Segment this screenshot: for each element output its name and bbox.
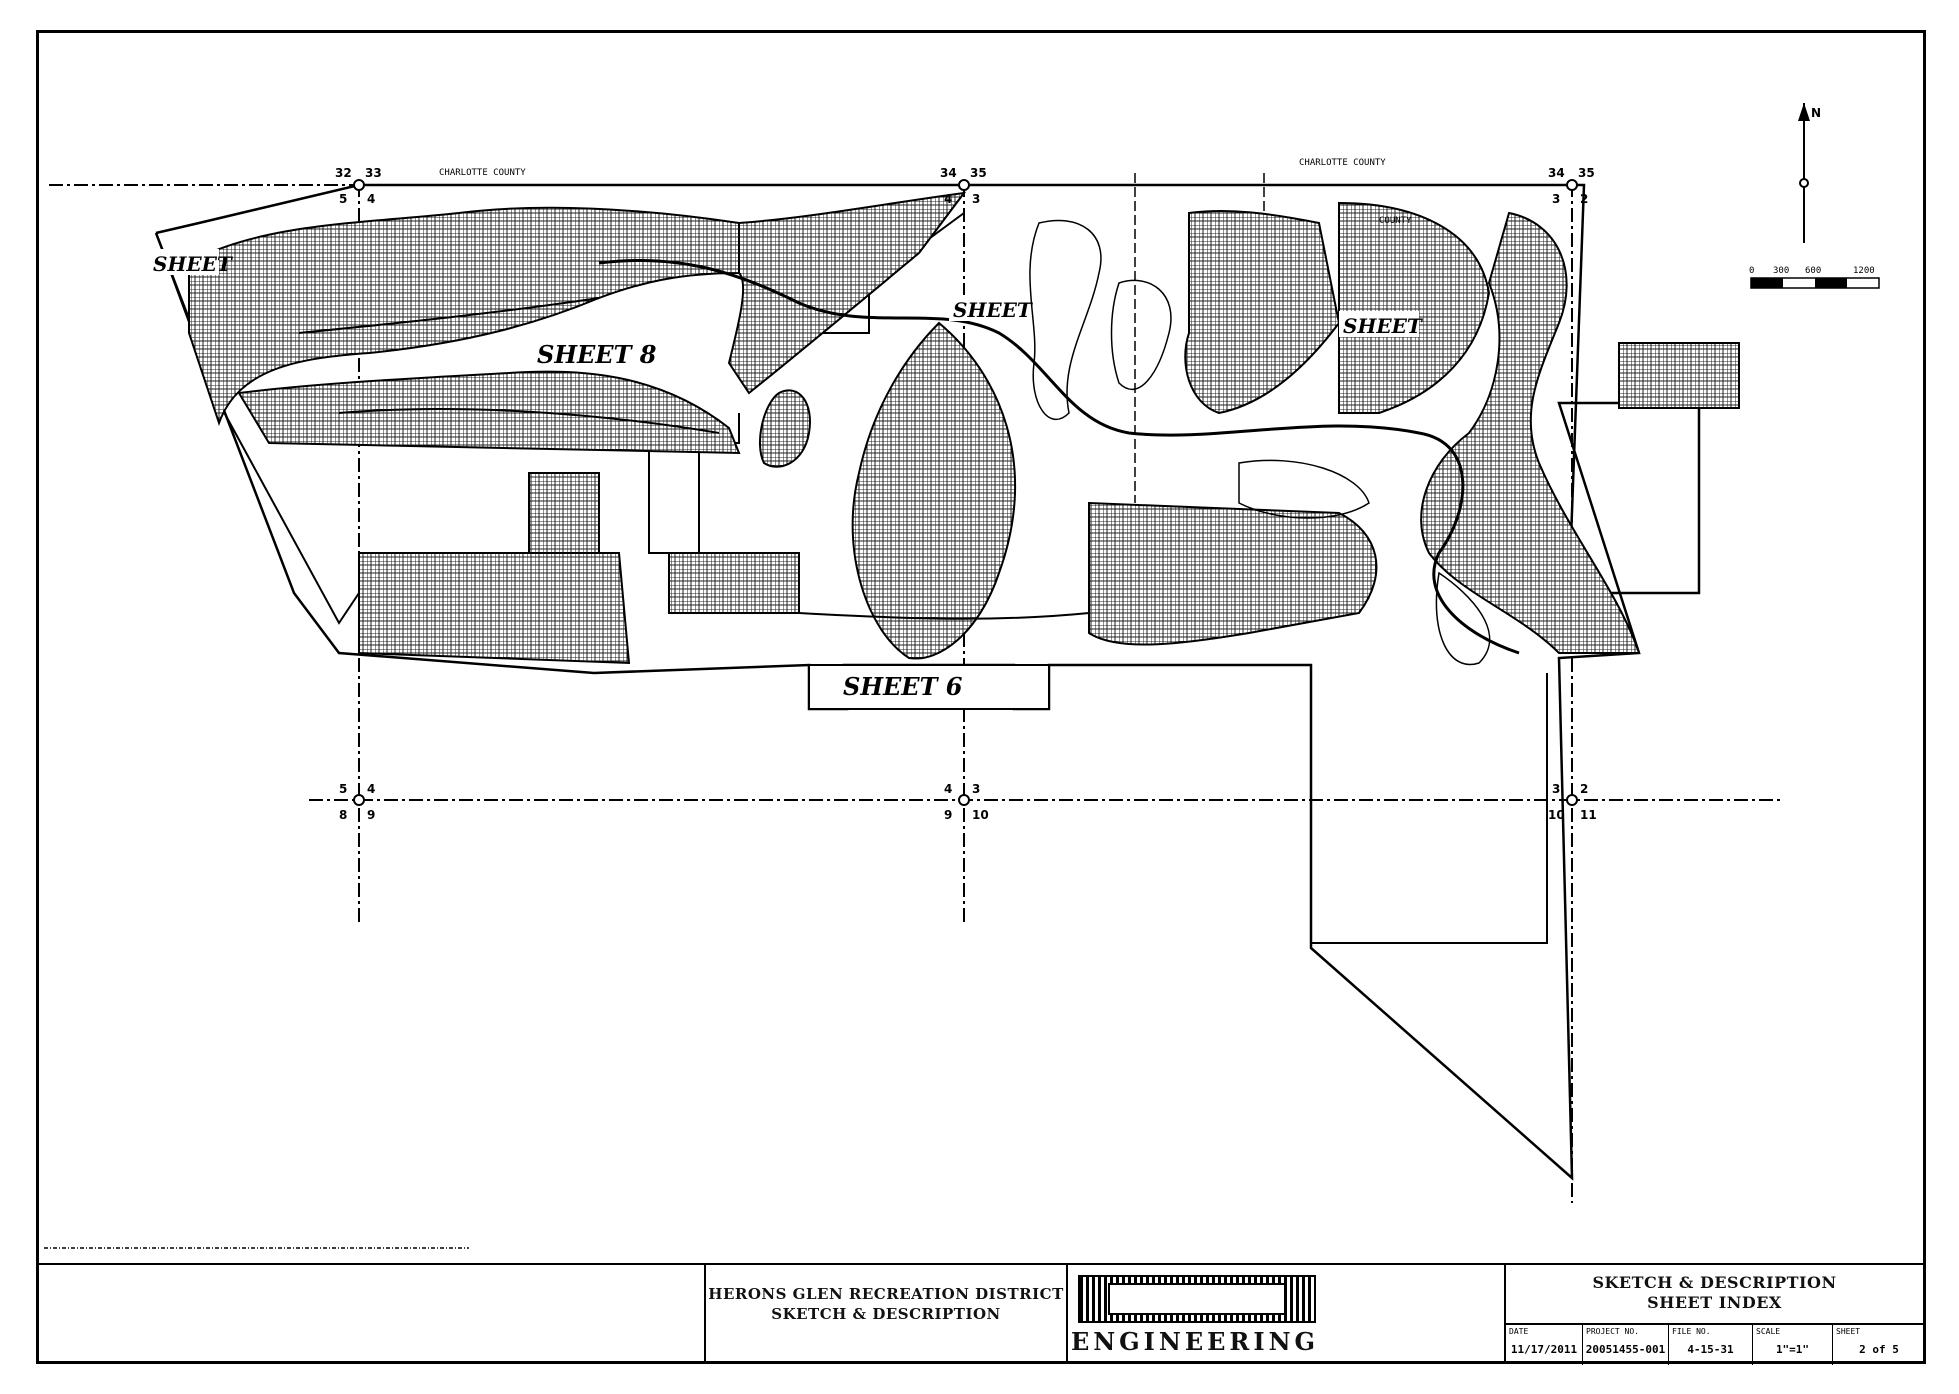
section-corner-sw: 5 4 8 9 <box>339 782 375 822</box>
svg-text:1200: 1200 <box>1853 266 1875 276</box>
svg-text:33: 33 <box>365 166 382 180</box>
svg-text:4: 4 <box>944 782 952 796</box>
lots-lake-island <box>758 389 811 468</box>
title-block: HERONS GLEN RECREATION DISTRICT SKETCH &… <box>39 1263 1923 1365</box>
drawing-sheet: SHEET 8 SHEET SHEET 6 SHEET SHEET CHARLO… <box>36 30 1926 1365</box>
svg-text:3: 3 <box>972 192 980 206</box>
section-corner-nw: 32 33 5 4 <box>335 166 382 206</box>
svg-text:3: 3 <box>972 782 980 796</box>
wetland-2 <box>1110 279 1172 390</box>
svg-text:600: 600 <box>1805 266 1821 276</box>
lots-sheet-6-pocket <box>668 552 800 614</box>
sheet-title: SKETCH & DESCRIPTION <box>1592 1273 1837 1292</box>
section-corner-nc: 34 35 4 3 <box>940 166 987 206</box>
svg-text:35: 35 <box>970 166 987 180</box>
svg-text:9: 9 <box>367 808 375 822</box>
county-label-3: COUNTY <box>1379 216 1412 226</box>
sheet-label-east: SHEET <box>1343 314 1424 338</box>
lots-center-east <box>1088 501 1378 646</box>
svg-text:3: 3 <box>1552 782 1560 796</box>
info-sheet: SHEET 2 of 5 <box>1832 1325 1925 1365</box>
lots-west-small <box>528 472 600 554</box>
svg-text:35: 35 <box>1578 166 1595 180</box>
east-sheet-label-bg <box>1339 311 1419 337</box>
svg-text:2: 2 <box>1580 782 1588 796</box>
svg-text:300: 300 <box>1773 266 1789 276</box>
lots-sheet-8-south <box>237 370 741 455</box>
section-corner-se: 3 2 10 11 <box>1548 782 1597 822</box>
project-name: HERONS GLEN RECREATION DISTRICT <box>708 1285 1064 1303</box>
lots-east-curve <box>1420 211 1641 654</box>
boundary-south-east <box>1310 673 1548 944</box>
info-scale: SCALE 1"=1" <box>1752 1325 1832 1365</box>
svg-text:5: 5 <box>339 192 347 206</box>
lots-west-grid <box>358 552 631 665</box>
section-corner-sc: 4 3 9 10 <box>944 782 989 822</box>
center-sheet-label-bg <box>949 295 1029 321</box>
svg-text:4: 4 <box>367 192 375 206</box>
svg-text:32: 32 <box>335 166 352 180</box>
county-label-1: CHARLOTTE COUNTY <box>439 168 526 178</box>
wetland-4 <box>1238 459 1370 519</box>
sheet-8-label-bg <box>531 339 621 369</box>
sheet-label-6: SHEET 6 <box>843 672 963 701</box>
sheet-6-box <box>808 664 1050 710</box>
project-subtitle: SKETCH & DESCRIPTION <box>771 1305 1001 1323</box>
title-block-blank <box>39 1265 704 1363</box>
sheet-label-center: SHEET <box>953 298 1034 322</box>
firm-name: ENGINEERING <box>1070 1327 1320 1356</box>
wetland-3 <box>1435 571 1491 666</box>
firm-logo-cell: ENGINEERING <box>1066 1265 1504 1363</box>
boundary-west-arm <box>155 232 360 625</box>
svg-text:9: 9 <box>944 808 952 822</box>
main-road <box>598 258 1520 655</box>
lots-east-annex <box>1618 342 1740 409</box>
survey-map: SHEET 8 SHEET SHEET 6 SHEET SHEET CHARLO… <box>44 103 1880 1249</box>
svg-text:4: 4 <box>367 782 375 796</box>
sheet-label-west: SHEET <box>153 252 234 276</box>
svg-text:N: N <box>1811 106 1821 120</box>
lots-center-oval <box>851 321 1017 660</box>
svg-text:2: 2 <box>1580 192 1588 206</box>
sheet-label-8: SHEET 8 <box>537 340 657 369</box>
sheet-title-cell: SKETCH & DESCRIPTION SHEET INDEX DATE 11… <box>1504 1265 1923 1365</box>
project-title-cell: HERONS GLEN RECREATION DISTRICT SKETCH &… <box>704 1265 1066 1363</box>
section-corner-ne: 34 35 3 2 <box>1548 166 1595 206</box>
firm-logo-icon <box>1078 1275 1316 1323</box>
svg-text:10: 10 <box>1548 808 1565 822</box>
info-file-no: FILE NO. 4-15-31 <box>1668 1325 1752 1365</box>
sheet-subtitle: SHEET INDEX <box>1647 1293 1782 1312</box>
county-label-2: CHARLOTTE COUNTY <box>1299 158 1386 168</box>
svg-text:5: 5 <box>339 782 347 796</box>
info-project-no: PROJECT NO. 20051455-001 <box>1582 1325 1668 1365</box>
wetland-1 <box>1029 219 1102 420</box>
svg-text:3: 3 <box>1552 192 1560 206</box>
secondary-road <box>298 297 1090 620</box>
north-arrow-icon: N <box>1798 103 1821 243</box>
svg-text:0: 0 <box>1749 266 1754 276</box>
lots-northeast-strip <box>727 191 967 395</box>
lots-north-central <box>1184 210 1341 415</box>
svg-text:10: 10 <box>972 808 989 822</box>
svg-text:4: 4 <box>944 192 952 206</box>
svg-text:34: 34 <box>940 166 957 180</box>
west-sheet-label-bg <box>149 249 219 275</box>
svg-text:11: 11 <box>1580 808 1597 822</box>
lots-sheet-7 <box>1338 201 1491 414</box>
info-date: DATE 11/17/2011 <box>1509 1327 1578 1356</box>
sheet-info-row: DATE 11/17/2011 PROJECT NO. 20051455-001… <box>1506 1323 1923 1365</box>
scale-bar: 0 300 600 1200 <box>1749 266 1880 289</box>
svg-text:34: 34 <box>1548 166 1565 180</box>
svg-text:8: 8 <box>339 808 347 822</box>
